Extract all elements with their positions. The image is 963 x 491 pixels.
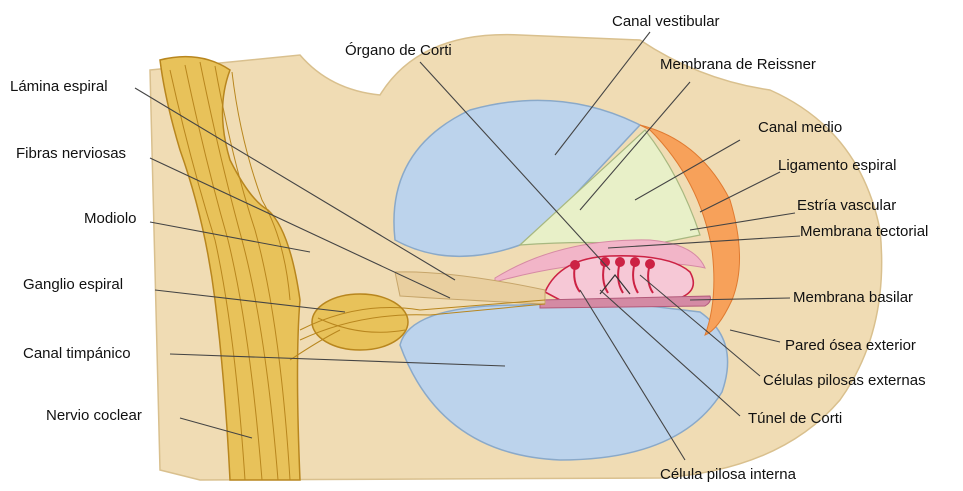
label-canal-timpanico: Canal timpánico	[23, 345, 131, 363]
label-membrana-de-reissner: Membrana de Reissner	[660, 56, 816, 74]
label-celula-pilosa-interna: Célula pilosa interna	[660, 466, 796, 484]
label-lamina-espiral: Lámina espiral	[10, 78, 108, 96]
label-canal-vestibular: Canal vestibular	[612, 13, 720, 31]
label-pared-osea-exterior: Pared ósea exterior	[785, 337, 916, 355]
label-fibras-nerviosas: Fibras nerviosas	[16, 145, 126, 163]
label-celulas-pilosas-externas: Células pilosas externas	[763, 372, 926, 390]
label-modiolo: Modiolo	[84, 210, 137, 228]
label-nervio-coclear: Nervio coclear	[46, 407, 142, 425]
label-tunel-de-corti: Túnel de Corti	[748, 410, 842, 428]
label-ganglio-espiral: Ganglio espiral	[23, 276, 123, 294]
label-canal-medio: Canal medio	[758, 119, 842, 137]
label-ligamento-espiral: Ligamento espiral	[778, 157, 896, 175]
label-organo-de-corti: Órgano de Corti	[345, 42, 452, 60]
label-membrana-tectorial: Membrana tectorial	[800, 223, 928, 241]
label-estria-vascular: Estría vascular	[797, 197, 896, 215]
label-membrana-basilar: Membrana basilar	[793, 289, 913, 307]
